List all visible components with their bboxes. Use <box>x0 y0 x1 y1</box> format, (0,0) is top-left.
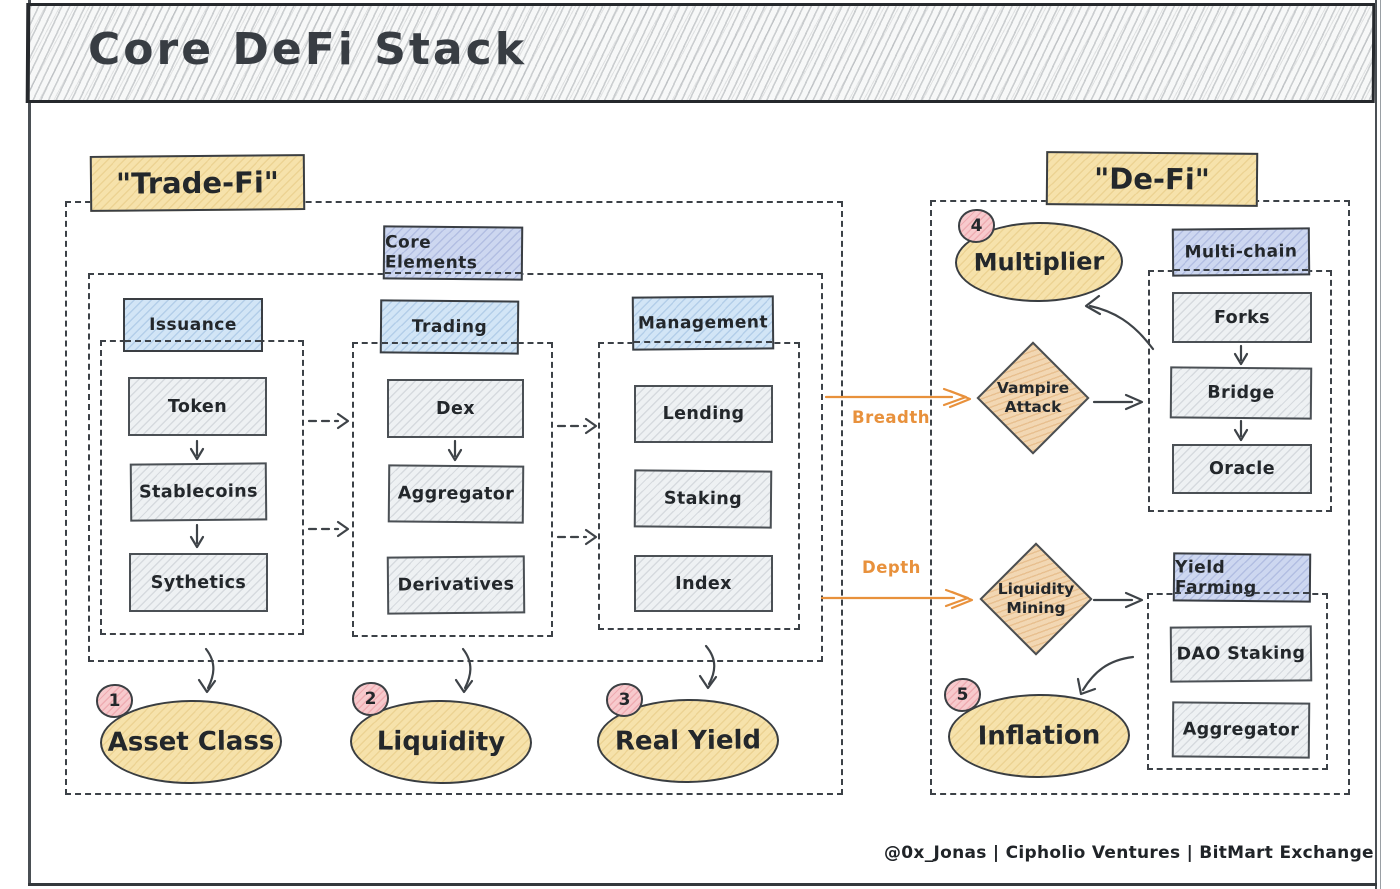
item-dex: Dex <box>387 379 524 438</box>
trading-header-dash <box>382 342 517 344</box>
badge-3: 3 <box>606 683 643 717</box>
badge-4: 4 <box>958 209 995 243</box>
multichain-header-dash <box>1174 269 1308 271</box>
frame-bottom-border <box>28 883 1377 886</box>
item-forks: Forks <box>1172 292 1312 343</box>
badge-5: 5 <box>944 678 981 712</box>
management-header-dash <box>634 341 772 343</box>
badge-1: 1 <box>96 684 133 718</box>
frame-right-border-outer <box>1380 0 1381 889</box>
item-aggregator-defi: Aggregator <box>1171 701 1311 759</box>
issuance-header-dash <box>125 340 261 342</box>
defi-label: "De-Fi" <box>1045 151 1259 207</box>
item-dao-staking: DAO Staking <box>1169 625 1313 683</box>
item-stablecoins: Stablecoins <box>129 462 268 522</box>
item-index: Index <box>634 555 773 612</box>
page-title: Core DeFi Stack <box>88 24 527 75</box>
depth-label: Depth <box>862 558 921 577</box>
item-derivatives: Derivatives <box>386 555 526 615</box>
item-lending: Lending <box>634 385 773 443</box>
badge-2: 2 <box>352 682 389 716</box>
item-bridge: Bridge <box>1169 366 1313 420</box>
attribution-text: @0x_Jonas | Cipholio Ventures | BitMart … <box>884 843 1374 863</box>
item-aggregator: Aggregator <box>387 464 525 524</box>
frame-right-border <box>1375 0 1377 889</box>
liquidity-mining-label: Liquidity Mining <box>997 580 1075 617</box>
item-oracle: Oracle <box>1172 444 1312 494</box>
breadth-label: Breadth <box>852 408 930 427</box>
vampire-attack-label: Vampire Attack <box>996 379 1070 416</box>
issuance-header: Issuance <box>123 298 263 352</box>
tradefi-label: "Trade-Fi" <box>89 154 306 212</box>
core-elements-dash <box>385 272 521 274</box>
trading-header: Trading <box>379 299 520 355</box>
item-sythetics: Sythetics <box>129 553 268 612</box>
yield-farming-header: Yield Farming <box>1172 552 1312 603</box>
vampire-attack-diamond: Vampire Attack <box>976 341 1090 455</box>
item-token: Token <box>128 377 267 436</box>
item-staking: Staking <box>633 469 773 529</box>
tradefi-outer-box <box>65 201 843 795</box>
frame-left-border <box>28 0 31 886</box>
liquidity-mining-diamond: Liquidity Mining <box>979 542 1093 656</box>
yield-farming-header-dash <box>1175 592 1309 594</box>
